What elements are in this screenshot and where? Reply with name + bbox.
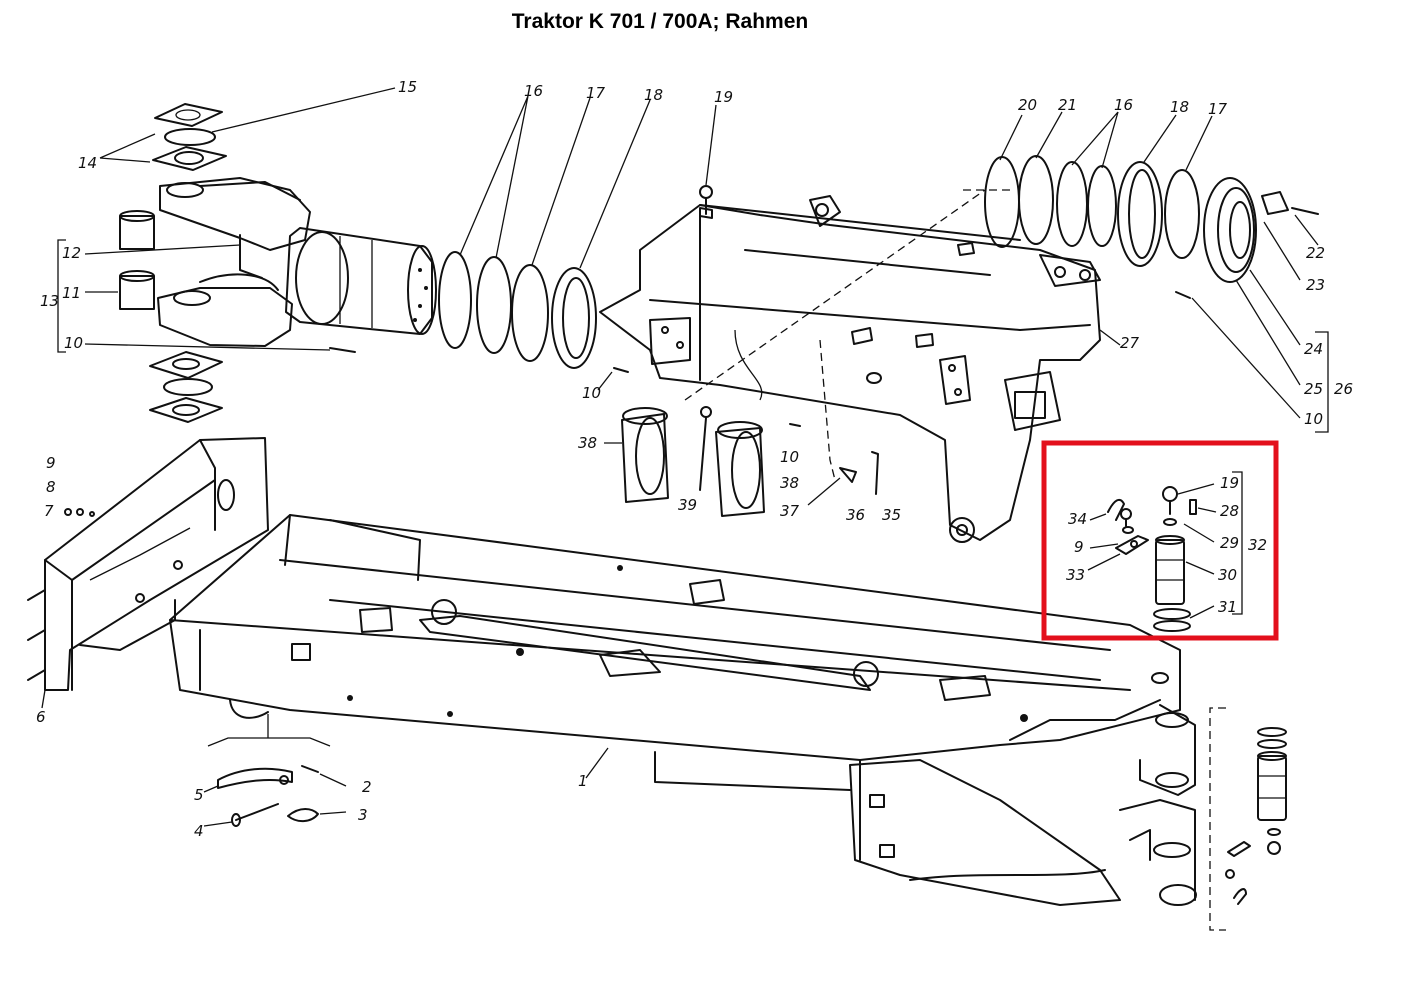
- label-38b: 38: [780, 474, 799, 492]
- label-30: 30: [1218, 566, 1237, 584]
- label-25: 25: [1304, 380, 1323, 398]
- seal-rings-right: [984, 111, 1329, 433]
- label-32: 32: [1248, 536, 1267, 554]
- seal-rings-left: [438, 95, 717, 369]
- label-39: 39: [678, 496, 697, 514]
- label-1: 1: [578, 772, 588, 790]
- label-37: 37: [780, 502, 800, 520]
- label-33: 33: [1066, 566, 1085, 584]
- label-23: 23: [1306, 276, 1325, 294]
- label-27: 27: [1120, 334, 1140, 352]
- label-18a: 18: [644, 86, 663, 104]
- label-22: 22: [1306, 244, 1325, 262]
- label-5: 5: [194, 786, 204, 804]
- front-fork-assembly: [57, 87, 437, 423]
- label-6: 6: [36, 708, 46, 726]
- label-34: 34: [1068, 510, 1087, 528]
- bushings: [604, 406, 879, 517]
- label-8: 8: [46, 478, 56, 496]
- part-number-labels: 15 14 12 13 11 10 16 17 18 19 10 38 39 1…: [36, 78, 1353, 840]
- label-14: 14: [78, 154, 97, 172]
- label-9b: 9: [1074, 538, 1084, 556]
- label-17a: 17: [586, 84, 606, 102]
- label-18b: 18: [1170, 98, 1189, 116]
- label-2: 2: [362, 778, 372, 796]
- label-7: 7: [44, 502, 54, 520]
- label-10d: 10: [1304, 410, 1323, 428]
- label-4: 4: [194, 822, 204, 840]
- label-17b: 17: [1208, 100, 1228, 118]
- hitch-parts: [203, 765, 347, 827]
- highlighted-pin-assembly: [1041, 440, 1279, 641]
- label-13: 13: [40, 292, 59, 310]
- label-16b: 16: [1114, 96, 1133, 114]
- label-31: 31: [1218, 598, 1237, 616]
- highlight-box: [1041, 440, 1279, 641]
- label-12: 12: [62, 244, 81, 262]
- rear-frame-housing: [597, 185, 1121, 543]
- lower-right-pin-set: [1209, 707, 1287, 931]
- label-35: 35: [882, 506, 901, 524]
- label-26: 26: [1334, 380, 1353, 398]
- label-24: 24: [1304, 340, 1323, 358]
- main-frame: [169, 514, 1197, 906]
- label-9a: 9: [46, 454, 56, 472]
- label-15: 15: [398, 78, 417, 96]
- label-10b: 10: [582, 384, 601, 402]
- label-3: 3: [358, 806, 368, 824]
- label-19b: 19: [1220, 474, 1239, 492]
- front-pivot-frame: [27, 437, 269, 709]
- label-11: 11: [62, 284, 81, 302]
- label-28: 28: [1220, 502, 1239, 520]
- label-38a: 38: [578, 434, 597, 452]
- label-19a: 19: [714, 88, 733, 106]
- label-20: 20: [1018, 96, 1037, 114]
- label-29: 29: [1220, 534, 1239, 552]
- label-36: 36: [846, 506, 865, 524]
- label-16a: 16: [524, 82, 543, 100]
- label-10a: 10: [64, 334, 83, 352]
- label-10c: 10: [780, 448, 799, 466]
- page-title: Traktor K 701 / 700A; Rahmen: [511, 10, 809, 33]
- label-21: 21: [1058, 96, 1077, 114]
